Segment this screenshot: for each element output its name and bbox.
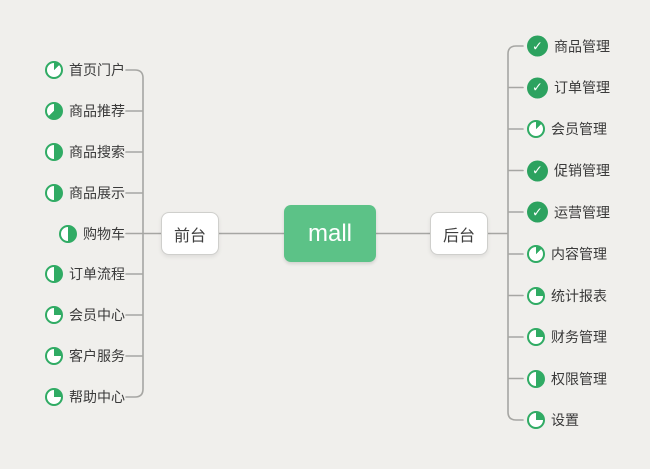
leaf-item[interactable]: 客户服务 [45,346,125,366]
check-icon: ✓ [527,160,548,181]
leaf-item[interactable]: ✓ 商品管理 [527,35,610,57]
pie-progress-icon [527,120,545,138]
leaf-label: 统计报表 [551,287,607,304]
pie-progress-icon [527,286,545,305]
leaf-label: 会员管理 [551,121,607,137]
leaf-item[interactable]: 内容管理 [527,244,607,264]
pie-progress-icon [45,61,63,79]
leaf-item[interactable]: 财务管理 [527,327,607,347]
leaf-label: 订单流程 [69,266,125,282]
pie-progress-icon [45,184,63,202]
leaf-item[interactable]: ✓ 促销管理 [527,160,610,181]
leaf-label: 商品展示 [69,185,125,201]
leaf-item[interactable]: 会员中心 [45,305,125,325]
pie-progress-icon [45,388,63,406]
check-icon: ✓ [527,201,548,223]
leaf-label: 商品管理 [554,38,610,54]
leaf-label: 设置 [551,412,579,428]
pie-progress-icon [527,411,545,429]
leaf-label: 购物车 [83,225,125,242]
leaf-label: 会员中心 [69,307,125,323]
branch-node-backend[interactable]: 后台 [430,212,488,255]
leaf-label: 内容管理 [551,246,607,262]
leaf-item[interactable]: 权限管理 [527,369,607,389]
pie-progress-icon [45,347,63,365]
pie-progress-icon [527,245,545,263]
branch-node-frontend[interactable]: 前台 [161,212,219,255]
leaf-item[interactable]: 订单流程 [45,264,125,284]
pie-progress-icon [527,369,545,388]
leaf-label: 商品搜索 [69,144,125,160]
leaf-item[interactable]: ✓ 订单管理 [527,77,610,98]
pie-progress-icon [527,328,545,346]
leaf-item[interactable]: 商品搜索 [45,142,125,162]
pie-progress-icon [45,306,63,324]
leaf-item[interactable]: 首页门户 [45,60,125,80]
pie-progress-icon [59,224,77,243]
check-icon: ✓ [527,35,548,57]
leaf-item[interactable]: 商品展示 [45,183,125,203]
leaf-label: 客户服务 [69,348,125,364]
leaf-item[interactable]: 统计报表 [527,286,607,306]
pie-progress-icon [45,143,63,161]
leaf-label: 权限管理 [551,370,607,387]
leaf-item[interactable]: 帮助中心 [45,387,125,407]
pie-progress-icon [45,102,63,120]
leaf-item[interactable]: 会员管理 [527,119,607,139]
pie-progress-icon [45,265,63,283]
leaf-label: 促销管理 [554,162,610,179]
leaf-label: 运营管理 [554,204,610,220]
leaf-label: 商品推荐 [69,103,125,119]
root-node[interactable]: mall [284,205,376,262]
check-icon: ✓ [527,77,548,98]
leaf-label: 财务管理 [551,329,607,345]
leaf-label: 首页门户 [69,62,125,78]
leaf-label: 订单管理 [554,79,610,96]
leaf-item[interactable]: 商品推荐 [45,101,125,121]
leaf-item[interactable]: ✓ 运营管理 [527,201,610,223]
leaf-label: 帮助中心 [69,389,125,405]
leaf-item[interactable]: 购物车 [59,224,125,244]
leaf-item[interactable]: 设置 [527,410,579,430]
